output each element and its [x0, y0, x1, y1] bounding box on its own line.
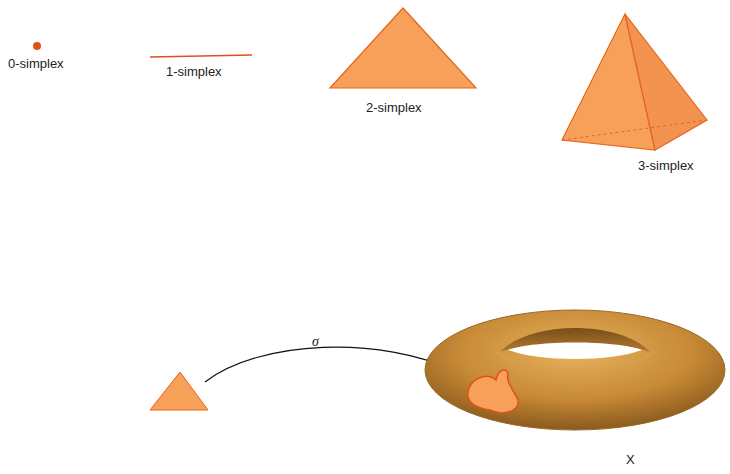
zero-simplex [33, 42, 41, 50]
simplex-label: 3-simplex [638, 158, 694, 174]
simplex-label: 0-simplex [8, 56, 64, 72]
three-simplex [562, 14, 707, 150]
map-arrow [205, 347, 458, 382]
one-simplex [150, 55, 252, 57]
simplex-label: 2-simplex [366, 100, 422, 116]
two-simplex [330, 8, 476, 88]
image-of-simplex [468, 370, 518, 413]
space-label: X [626, 452, 635, 468]
torus [425, 310, 725, 430]
simplex-label: 1-simplex [166, 64, 222, 80]
source-simplex [150, 372, 208, 410]
map-label: σ [312, 334, 319, 351]
